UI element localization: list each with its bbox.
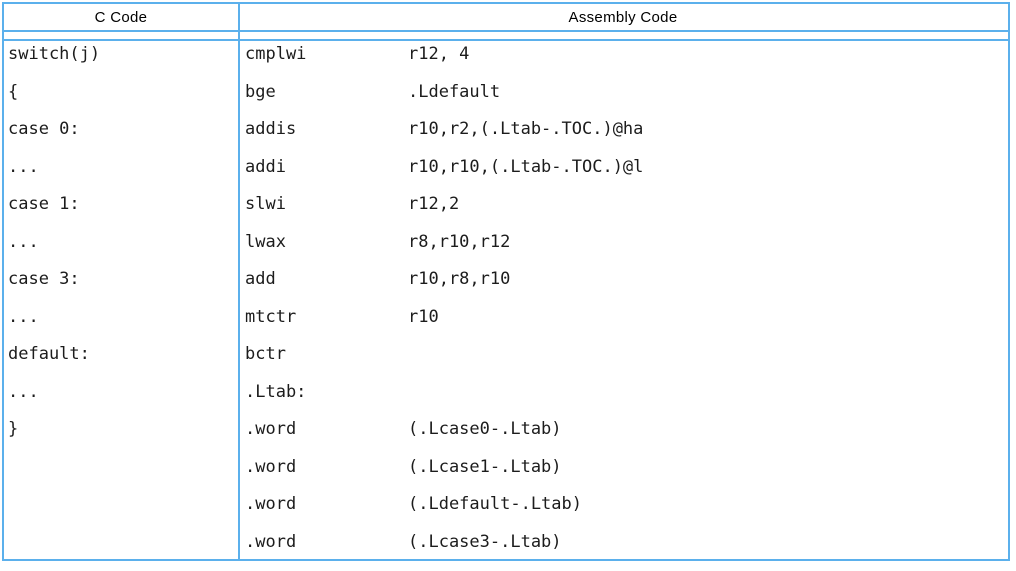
- assembly-code-line: .Ltab:: [245, 379, 1008, 417]
- assembly-mnemonic: slwi: [245, 194, 286, 214]
- assembly-code-column-header: Assembly Code: [568, 8, 678, 26]
- assembly-operands: r8,r10,r12: [408, 231, 511, 252]
- c-code-line: ...: [8, 306, 39, 327]
- assembly-mnemonic: lwax: [245, 231, 286, 252]
- assembly-code-cell: cmplwi r12, 4 bge .Ldefault addis r10,r2,(.Lt…: [238, 41, 1008, 559]
- assembly-code-line: mtctr r10: [245, 304, 1008, 342]
- assembly-operands: (.Lcase0-.Ltab): [408, 419, 562, 439]
- assembly-operands: (.Lcase3-.Ltab): [408, 531, 562, 552]
- assembly-mnemonic: bctr: [245, 344, 286, 364]
- header-double-rule-gap: [4, 32, 1008, 41]
- assembly-mnemonic: .word: [245, 419, 297, 439]
- c-code-line: case 3:: [8, 269, 80, 289]
- c-code-line: ...: [8, 231, 39, 252]
- assembly-code-line: add r10,r8,r10: [245, 266, 1008, 304]
- assembly-mnemonic: addi: [245, 156, 286, 177]
- assembly-code-line: .word (.Lcase3-.Ltab): [245, 529, 1008, 560]
- assembly-operands: r10: [408, 306, 439, 327]
- column-divider: [238, 4, 240, 559]
- assembly-mnemonic: .word: [245, 456, 297, 477]
- c-code-line: switch(j): [8, 44, 101, 64]
- c-code-line: case 1:: [8, 194, 80, 214]
- assembly-code-line: cmplwi r12, 4: [245, 41, 1008, 79]
- assembly-mnemonic: .word: [245, 494, 297, 514]
- assembly-code-line: .word (.Lcase0-.Ltab): [245, 416, 1008, 454]
- assembly-mnemonic: add: [245, 269, 276, 289]
- c-code-line: ...: [8, 381, 39, 402]
- c-code-line: default:: [8, 344, 90, 364]
- assembly-mnemonic: bge: [245, 81, 276, 102]
- assembly-operands: r10,r2,(.Ltab-.TOC.)@ha: [408, 119, 644, 139]
- code-comparison-table: C Code Assembly Code switch(j) { case 0:..…: [2, 2, 1010, 561]
- assembly-operands: .Ldefault: [408, 81, 501, 102]
- assembly-code-line: bctr: [245, 341, 1008, 379]
- assembly-code-line: .word (.Ldefault-.Ltab): [245, 491, 1008, 529]
- assembly-operands: (.Lcase1-.Ltab): [408, 456, 562, 477]
- c-code-cell: switch(j) { case 0:... case 1:... case 3:...…: [4, 41, 238, 559]
- header-cell-assembly-code: Assembly Code: [238, 4, 1008, 30]
- assembly-operands: r12, 4: [408, 44, 470, 64]
- assembly-mnemonic: addis: [245, 119, 297, 139]
- assembly-code-line: lwax r8,r10,r12: [245, 229, 1008, 267]
- header-cell-c-code: C Code: [4, 4, 238, 30]
- assembly-operands: r10,r8,r10: [408, 269, 511, 289]
- assembly-mnemonic: .word: [245, 531, 297, 552]
- table-body: switch(j) { case 0:... case 1:... case 3:...…: [4, 41, 1008, 559]
- assembly-code-line: addi r10,r10,(.Ltab-.TOC.)@l: [245, 154, 1008, 192]
- assembly-operands: (.Ldefault-.Ltab): [408, 494, 582, 514]
- c-code-line: case 0:: [8, 119, 80, 139]
- assembly-operands: r10,r10,(.Ltab-.TOC.)@l: [408, 156, 644, 177]
- assembly-mnemonic: .Ltab:: [245, 381, 307, 402]
- c-code-column-header: C Code: [94, 8, 148, 26]
- table-header-row: C Code Assembly Code: [4, 4, 1008, 32]
- c-code-line: }: [8, 419, 19, 439]
- assembly-code-line: bge .Ldefault: [245, 79, 1008, 117]
- assembly-code-line: slwi r12,2: [245, 191, 1008, 229]
- assembly-mnemonic: cmplwi: [245, 44, 307, 64]
- assembly-code-line: .word (.Lcase1-.Ltab): [245, 454, 1008, 492]
- c-code-line: ...: [8, 156, 39, 177]
- assembly-mnemonic: mtctr: [245, 306, 297, 327]
- assembly-code-line: addis r10,r2,(.Ltab-.TOC.)@ha: [245, 116, 1008, 154]
- assembly-operands: r12,2: [408, 194, 460, 214]
- c-code-line: {: [8, 81, 19, 102]
